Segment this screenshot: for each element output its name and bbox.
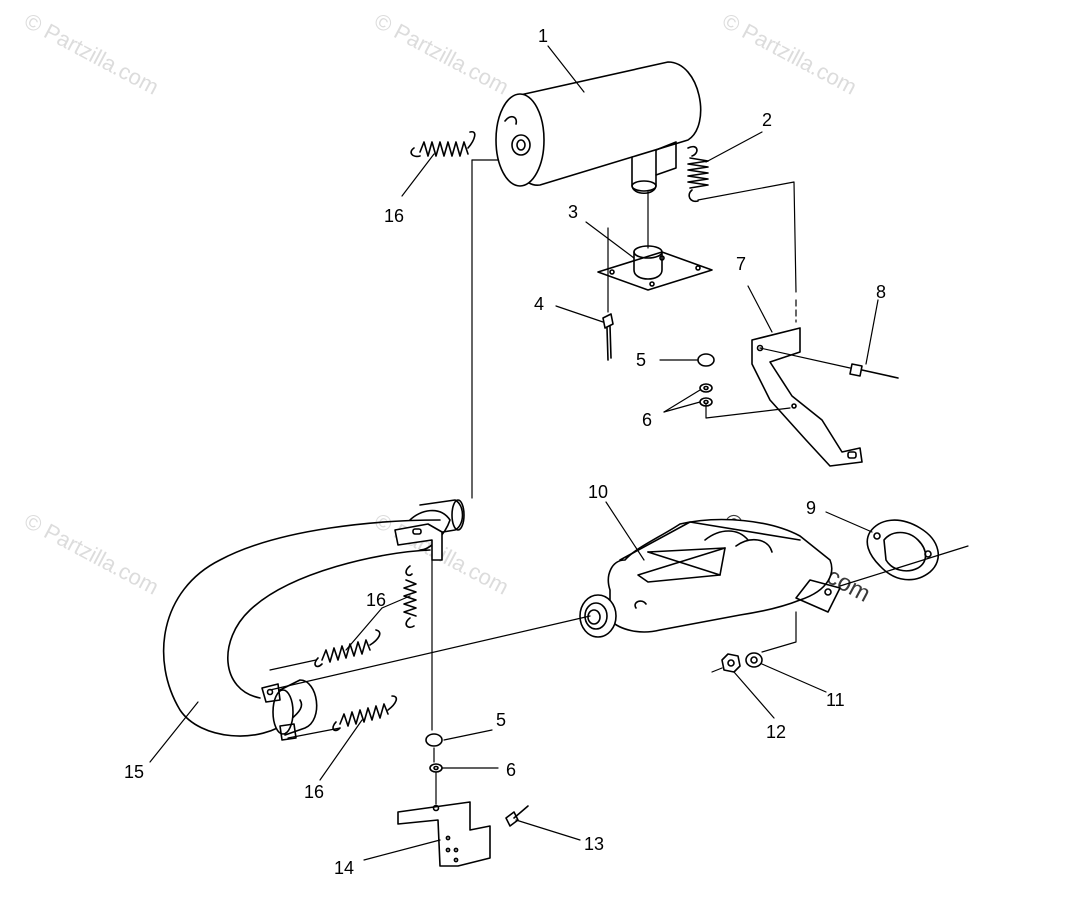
callout-9: 9 <box>806 498 816 518</box>
assembly-lines <box>269 159 969 805</box>
callout-13: 13 <box>584 834 604 854</box>
washer-part-11[interactable] <box>745 652 763 668</box>
callout-16-top: 16 <box>384 206 404 226</box>
callout-5-lower: 5 <box>496 710 506 730</box>
callout-16-lower: 16 <box>304 782 324 802</box>
callout-1: 1 <box>538 26 548 46</box>
callout-11: 11 <box>826 690 845 710</box>
callout-6-upper: 6 <box>642 410 652 430</box>
grommet-part-lower[interactable] <box>425 733 443 747</box>
washer-part-lower[interactable] <box>429 763 443 773</box>
spring-part-vertical[interactable] <box>403 565 417 629</box>
spring-part[interactable] <box>687 145 709 203</box>
callout-14: 14 <box>334 858 354 878</box>
gasket-part[interactable] <box>866 519 940 581</box>
callout-16-middle: 16 <box>366 590 386 610</box>
leader-lines <box>149 45 879 861</box>
spring-part-16-middle[interactable] <box>314 629 381 668</box>
bolt-part-8[interactable] <box>849 363 899 379</box>
spring-part-16-lower[interactable] <box>332 695 398 732</box>
grommet-part-upper[interactable] <box>697 353 715 367</box>
callout-12: 12 <box>766 722 786 742</box>
mount-plate-part[interactable] <box>597 245 713 291</box>
callout-8: 8 <box>876 282 886 302</box>
lower-bracket-part[interactable] <box>397 801 491 867</box>
callout-2: 2 <box>762 110 772 130</box>
exhaust-manifold-part[interactable] <box>579 518 841 638</box>
bolt-part[interactable] <box>602 313 614 361</box>
washer-part-upper[interactable] <box>699 383 713 407</box>
spring-part-16-top[interactable] <box>410 130 476 158</box>
callout-3: 3 <box>568 202 578 222</box>
bracket-part[interactable] <box>751 327 863 467</box>
callout-6-lower: 6 <box>506 760 516 780</box>
callout-10: 10 <box>588 482 608 502</box>
callout-7: 7 <box>736 254 746 274</box>
callout-5-upper: 5 <box>636 350 646 370</box>
expansion-chamber-part[interactable] <box>162 499 465 741</box>
muffler-part[interactable] <box>495 61 702 195</box>
callout-4: 4 <box>534 294 544 314</box>
callout-15: 15 <box>124 762 144 782</box>
nut-part-12[interactable] <box>721 653 741 673</box>
